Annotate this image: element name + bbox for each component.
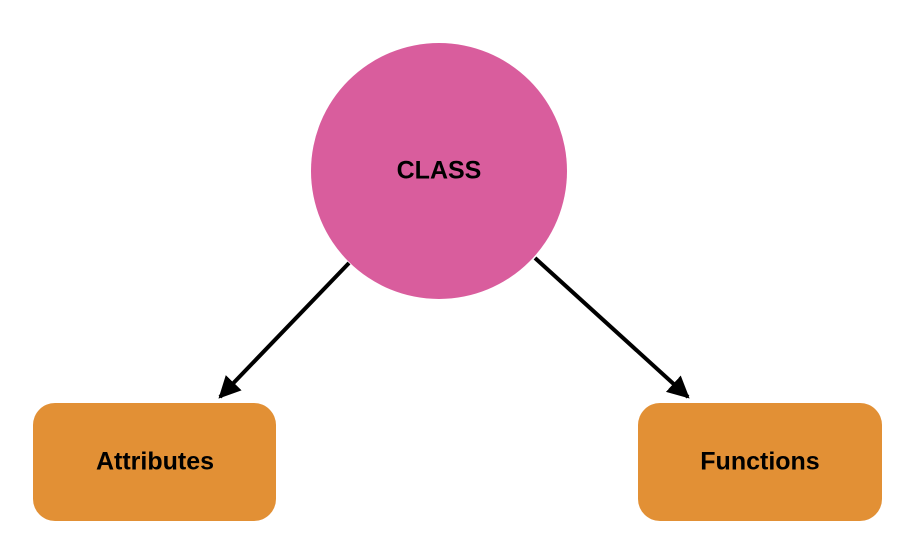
class-node[interactable]: CLASS	[311, 43, 567, 299]
class-node-label: CLASS	[397, 157, 482, 185]
class-node-circle	[311, 43, 567, 299]
functions-node-label: Functions	[700, 448, 819, 476]
functions-node-box	[638, 403, 882, 521]
attributes-node-label: Attributes	[96, 448, 214, 476]
attributes-node-box	[33, 403, 276, 521]
edge-class-to-functions	[533, 256, 690, 399]
functions-node[interactable]: Functions	[638, 403, 882, 521]
edge-class-to-attributes	[218, 261, 351, 399]
attributes-node[interactable]: Attributes	[33, 403, 276, 521]
